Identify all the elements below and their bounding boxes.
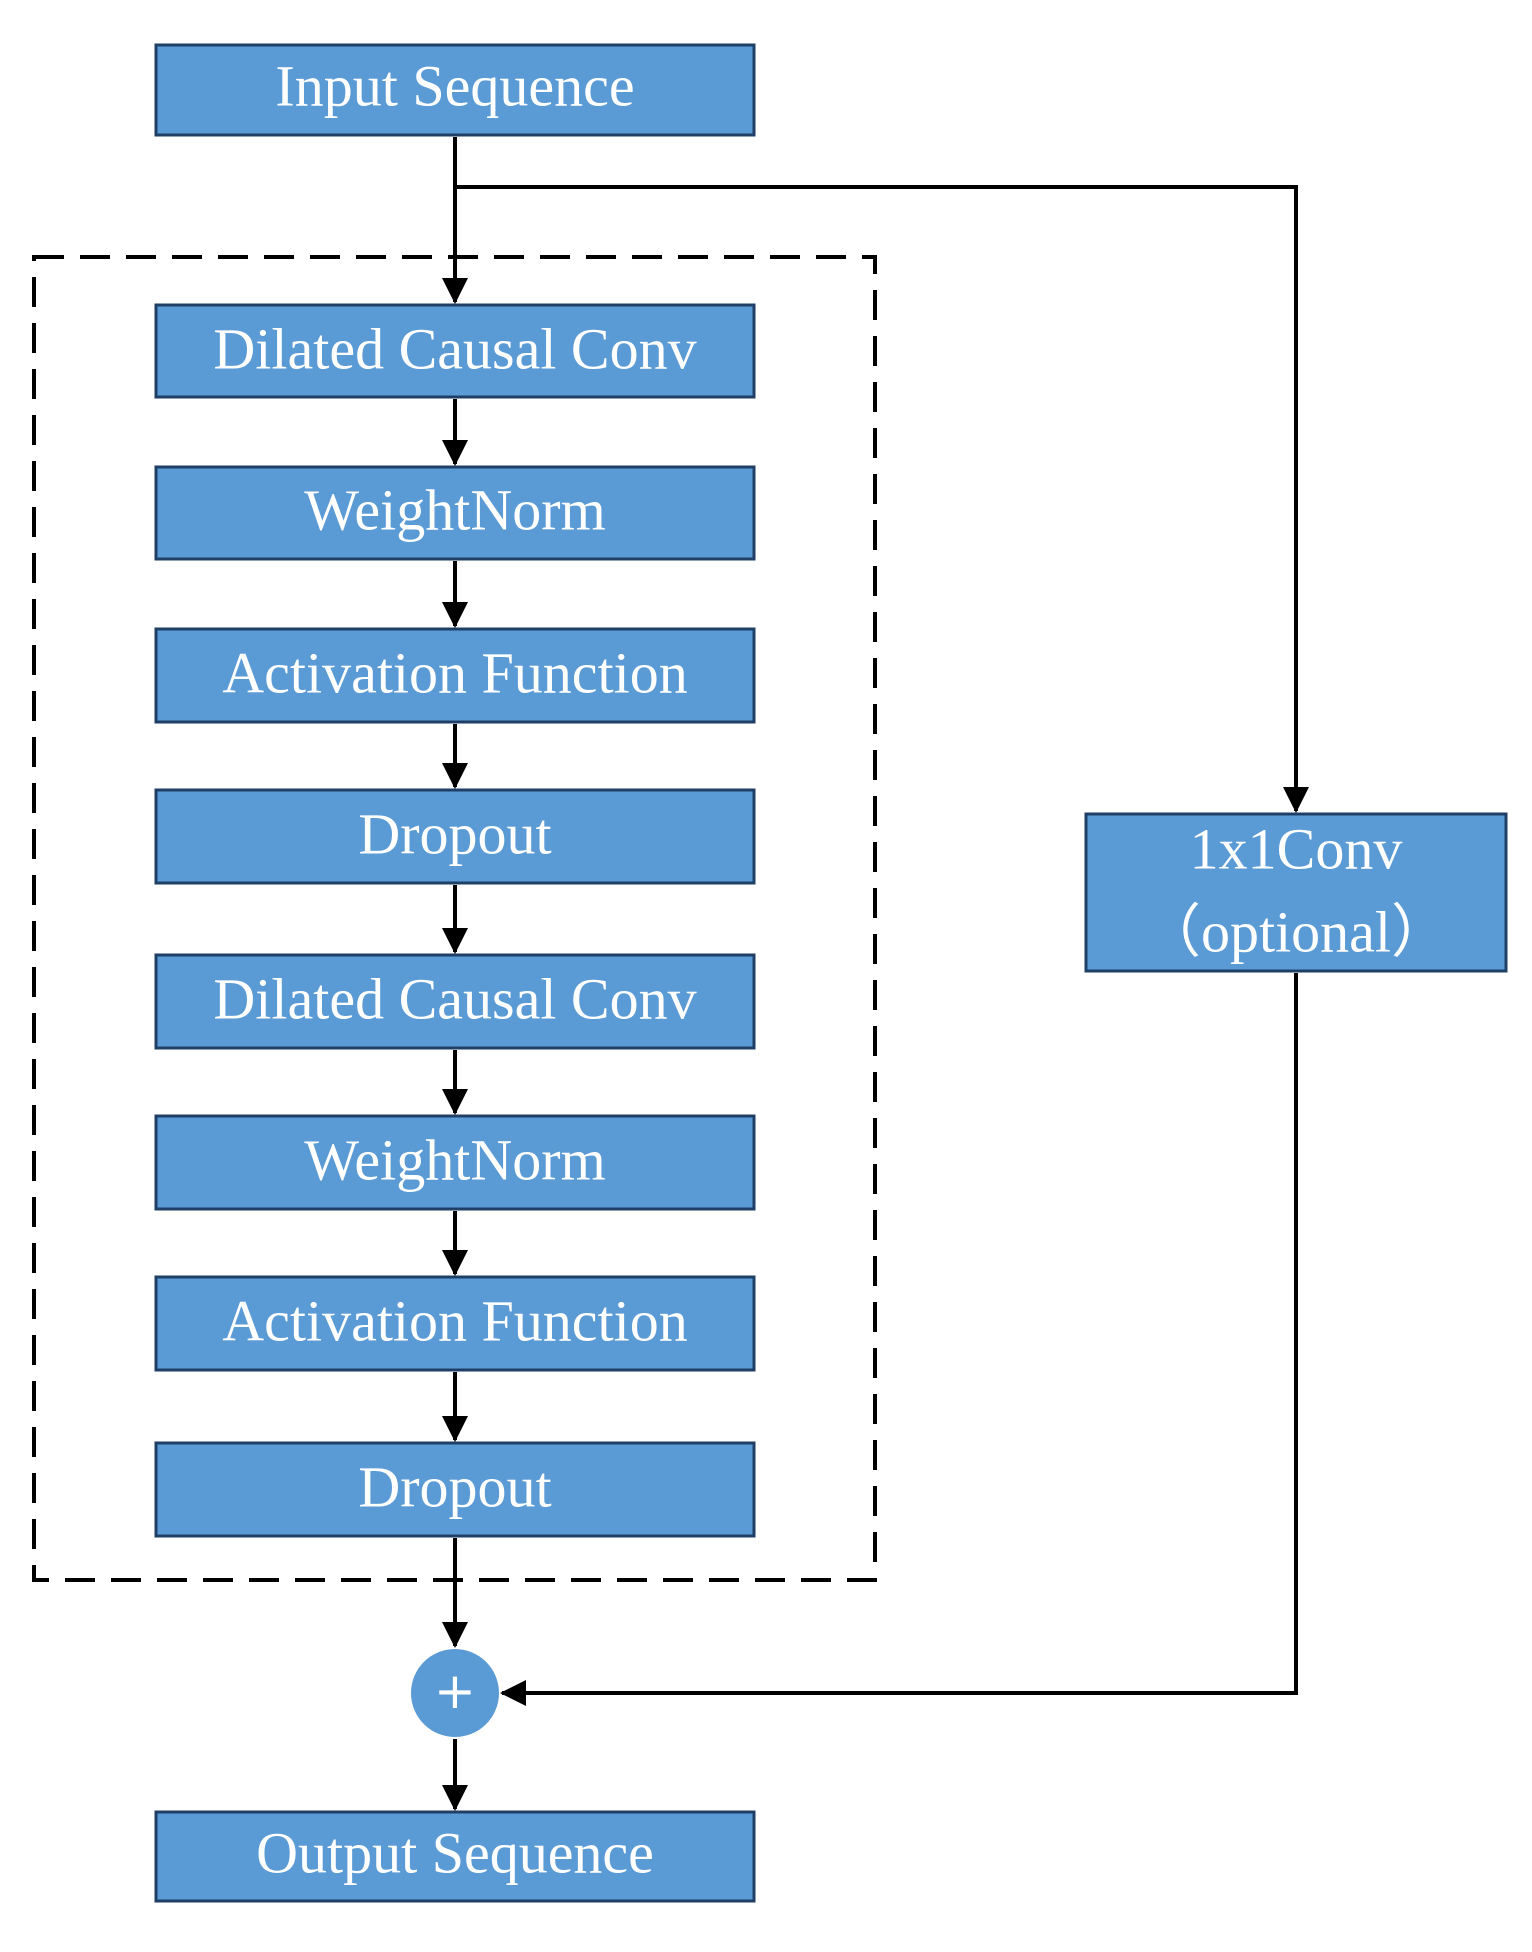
layer-label: Dilated Causal Conv <box>213 317 696 382</box>
layer-box-activation-2: Activation Function <box>154 1275 756 1372</box>
layer-box-dilated-conv-2: Dilated Causal Conv <box>154 953 756 1050</box>
layer-box-weightnorm-2: WeightNorm <box>154 1114 756 1211</box>
layer-label: WeightNorm <box>304 478 605 543</box>
layer-label: Dropout <box>358 802 551 867</box>
layer-box-dropout-1: Dropout <box>154 788 756 885</box>
layer-label: Dropout <box>358 1455 551 1520</box>
input-sequence-box: Input Sequence <box>154 43 756 137</box>
layer-box-dilated-conv-1: Dilated Causal Conv <box>154 303 756 399</box>
skip-conv-box: 1x1Conv （optional） <box>1084 812 1508 973</box>
output-sequence-label: Output Sequence <box>256 1821 654 1886</box>
skip-path-to-conv <box>455 185 1309 813</box>
layer-box-activation-1: Activation Function <box>154 627 756 724</box>
skip-path-to-adder <box>500 973 1298 1706</box>
plus-icon: + <box>434 1662 476 1720</box>
layer-label: Activation Function <box>222 1289 688 1354</box>
skip-conv-label-line1: 1x1Conv <box>1190 817 1403 882</box>
adder-node: + <box>411 1649 499 1737</box>
layer-label: Dilated Causal Conv <box>213 967 696 1032</box>
input-sequence-label: Input Sequence <box>275 54 634 119</box>
layer-label: Activation Function <box>222 641 688 706</box>
layer-label: WeightNorm <box>304 1128 605 1193</box>
output-sequence-box: Output Sequence <box>154 1810 756 1903</box>
skip-conv-label-line2: （optional） <box>1143 900 1449 965</box>
layer-box-weightnorm-1: WeightNorm <box>154 465 756 561</box>
layer-box-dropout-2: Dropout <box>154 1441 756 1538</box>
